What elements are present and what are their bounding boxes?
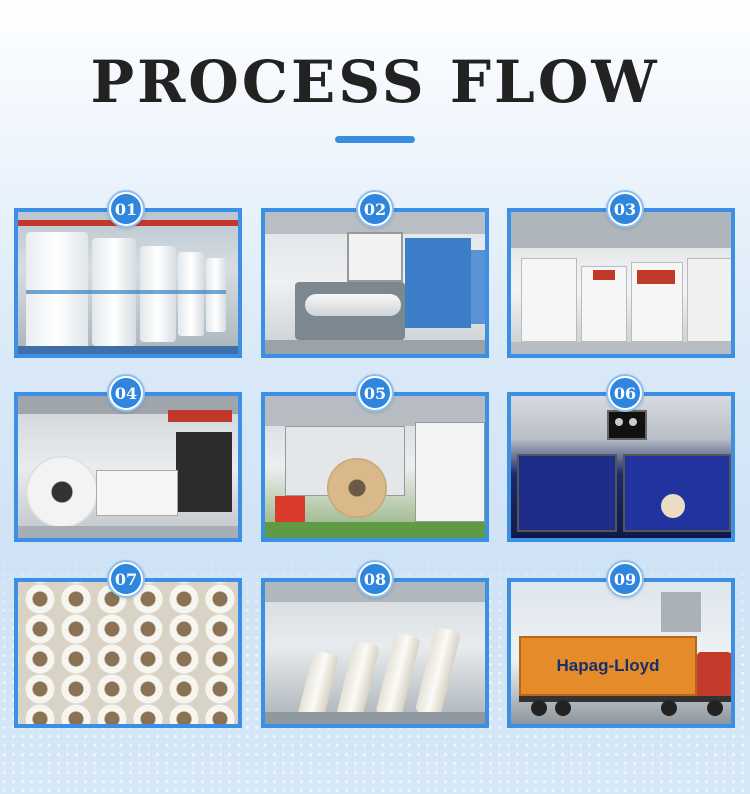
- step-badge-03: 03: [606, 190, 644, 228]
- paper-cups-image: [18, 582, 238, 724]
- step-number: 04: [111, 378, 141, 408]
- step-badge-04: 04: [107, 374, 145, 412]
- step-number: 01: [111, 194, 141, 224]
- die-cutting-line-image: [511, 212, 731, 354]
- fan-cutting-machine-image: [18, 396, 238, 538]
- step-number: 03: [610, 194, 640, 224]
- step-card-02: [261, 208, 489, 358]
- shipping-container: Hapag-Lloyd: [519, 636, 697, 696]
- step-number: 07: [111, 564, 141, 594]
- step-badge-02: 02: [356, 190, 394, 228]
- step-card-03: [507, 208, 735, 358]
- page-title: PROCESS FLOW: [90, 48, 660, 116]
- paper-rolls-warehouse-image: [18, 212, 238, 354]
- step-number: 09: [610, 564, 640, 594]
- step-card-04: [14, 392, 242, 542]
- title-underline: [335, 136, 415, 143]
- step-number: 08: [360, 564, 390, 594]
- printing-machine-image: [265, 212, 485, 354]
- step-card-08: [261, 578, 489, 728]
- inspection-machine-image: [511, 396, 731, 538]
- step-number: 06: [610, 378, 640, 408]
- step-number: 02: [360, 194, 390, 224]
- step-number: 05: [360, 378, 390, 408]
- step-badge-08: 08: [356, 560, 394, 598]
- step-card-06: [507, 392, 735, 542]
- step-card-05: [261, 392, 489, 542]
- step-badge-01: 01: [107, 190, 145, 228]
- container-truck-image: Hapag-Lloyd: [511, 582, 731, 724]
- step-card-01: [14, 208, 242, 358]
- step-badge-09: 09: [606, 560, 644, 598]
- stacked-cups-image: [265, 582, 485, 724]
- step-card-07: [14, 578, 242, 728]
- cup-forming-machine-image: [265, 396, 485, 538]
- step-badge-05: 05: [356, 374, 394, 412]
- step-badge-07: 07: [107, 560, 145, 598]
- step-badge-06: 06: [606, 374, 644, 412]
- step-card-09: Hapag-Lloyd: [507, 578, 735, 728]
- container-brand-label: Hapag-Lloyd: [556, 656, 660, 675]
